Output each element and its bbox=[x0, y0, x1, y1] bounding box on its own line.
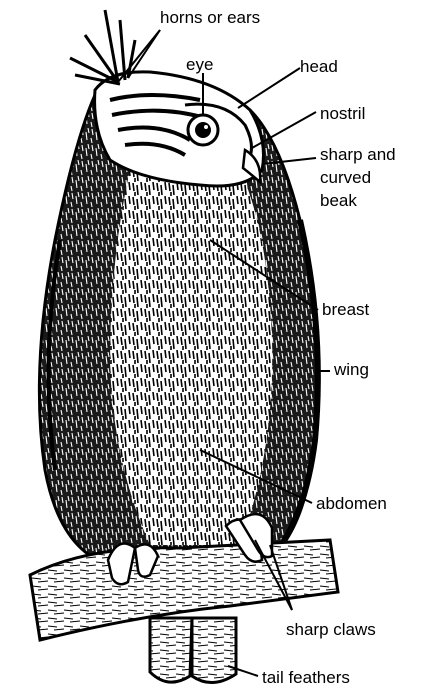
label-tail-feathers: tail feathers bbox=[262, 668, 350, 688]
leader-head bbox=[238, 68, 300, 108]
label-head: head bbox=[300, 57, 338, 77]
label-beak-line-2: curved bbox=[320, 168, 371, 188]
tail-feathers bbox=[150, 618, 236, 683]
label-nostril: nostril bbox=[320, 104, 365, 124]
label-wing: wing bbox=[334, 360, 369, 380]
owl-eye bbox=[188, 115, 218, 145]
label-beak-line-1: sharp and bbox=[320, 145, 396, 165]
label-horns-or-ears: horns or ears bbox=[160, 8, 260, 28]
label-sharp-claws: sharp claws bbox=[286, 620, 376, 640]
label-abdomen: abdomen bbox=[316, 494, 387, 514]
label-beak-line-3: beak bbox=[320, 191, 357, 211]
label-eye: eye bbox=[186, 55, 213, 75]
label-breast: breast bbox=[322, 300, 369, 320]
